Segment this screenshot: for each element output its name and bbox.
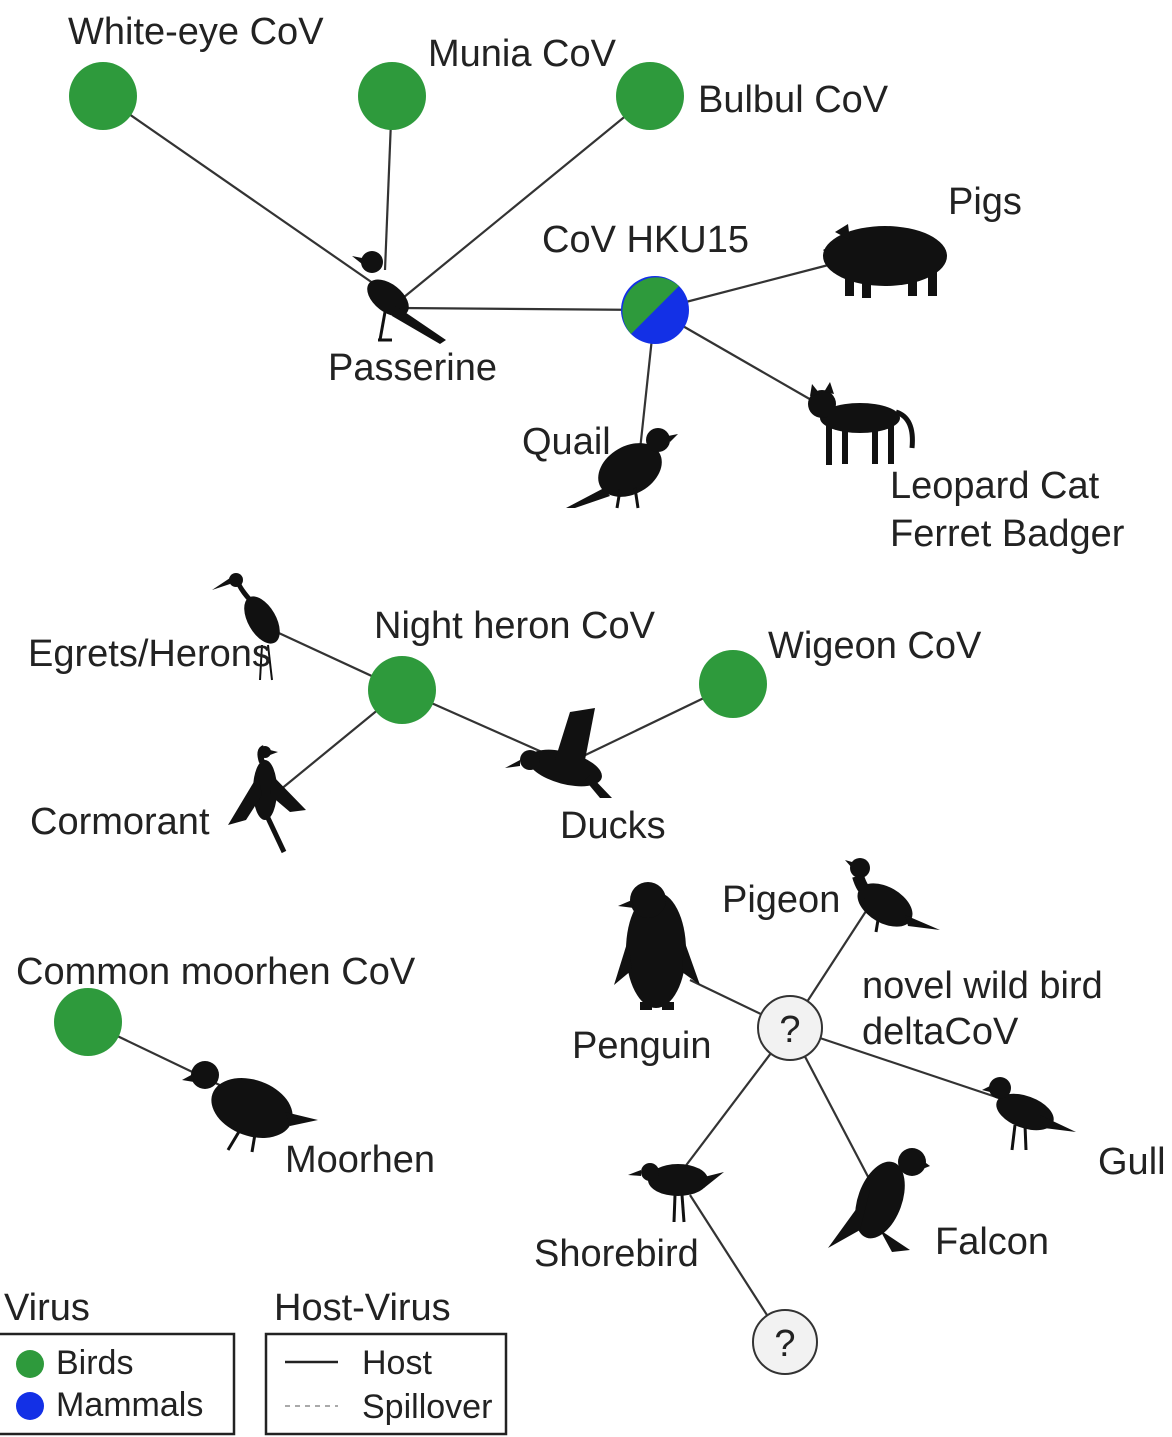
label-novel-line2: deltaCoV [862,1011,1019,1053]
label-bulbul-cov: Bulbul CoV [698,79,889,121]
legend-birds-swatch [16,1350,44,1378]
virus-node-bulbul[interactable] [616,62,684,130]
virus-node-shorebird-unknown[interactable]: ? [753,1310,817,1374]
label-white-eye-cov: White-eye CoV [68,11,324,53]
question-mark: ? [774,1323,795,1365]
legend-mammals-label: Mammals [56,1386,203,1424]
pigeon-icon [845,858,940,936]
pig-icon [823,224,947,298]
legend-mammals-swatch [16,1392,44,1420]
label-novel-line1: novel wild bird [862,965,1103,1007]
edge-passerine-hku15 [400,308,655,310]
virus-node-hku15[interactable] [621,276,689,344]
virus-node-common-moorhen[interactable] [54,988,122,1056]
label-ferret-badger: Ferret Badger [890,513,1125,555]
duck-icon [505,708,612,798]
label-moorhen: Moorhen [285,1139,435,1181]
gull-icon [982,1077,1076,1150]
label-wigeon-cov: Wigeon CoV [768,625,982,667]
leopard-cat-icon [808,382,912,465]
label-quail: Quail [522,421,611,463]
legend-virus: Virus Birds Mammals [0,1287,234,1434]
shorebird-icon [628,1163,724,1222]
label-gull: Gull [1098,1141,1166,1183]
label-pigs: Pigs [948,181,1022,223]
edges-cluster-nightheron [255,622,733,790]
virus-node-novel-unknown[interactable]: ? [758,996,822,1060]
passerine-icon [352,251,446,344]
penguin-icon [614,882,700,1010]
label-cov-hku15: CoV HKU15 [542,219,749,261]
legend-birds-label: Birds [56,1344,133,1382]
virus-node-white-eye[interactable] [69,62,137,130]
label-cormorant: Cormorant [30,801,210,843]
label-falcon: Falcon [935,1221,1049,1263]
virus-node-night-heron[interactable] [368,656,436,724]
falcon-icon [828,1148,930,1252]
label-egrets-herons: Egrets/Herons [28,633,271,675]
edge-bulbul-passerine [398,96,650,302]
label-night-heron-cov: Night heron CoV [374,605,656,647]
label-shorebird: Shorebird [534,1233,699,1275]
virus-node-wigeon[interactable] [699,650,767,718]
legend-hostvirus-title: Host-Virus [274,1287,451,1329]
legend-host-virus: Host-Virus Host Spillover [266,1287,506,1434]
edges-cluster-hku15 [103,96,840,450]
label-common-moorhen-cov: Common moorhen CoV [16,951,416,993]
label-penguin: Penguin [572,1025,711,1067]
legend-spillover-label: Spillover [362,1388,492,1426]
legend-virus-title: Virus [4,1287,90,1329]
label-munia-cov: Munia CoV [428,33,617,75]
edge-whiteeye-passerine [103,96,380,288]
label-passerine: Passerine [328,347,497,389]
cormorant-icon [228,746,306,852]
label-ducks: Ducks [560,805,666,847]
question-mark: ? [779,1009,800,1051]
label-leopard-cat: Leopard Cat [890,465,1100,507]
virus-node-munia[interactable] [358,62,426,130]
legend-host-label: Host [362,1344,432,1382]
label-pigeon: Pigeon [722,879,840,921]
